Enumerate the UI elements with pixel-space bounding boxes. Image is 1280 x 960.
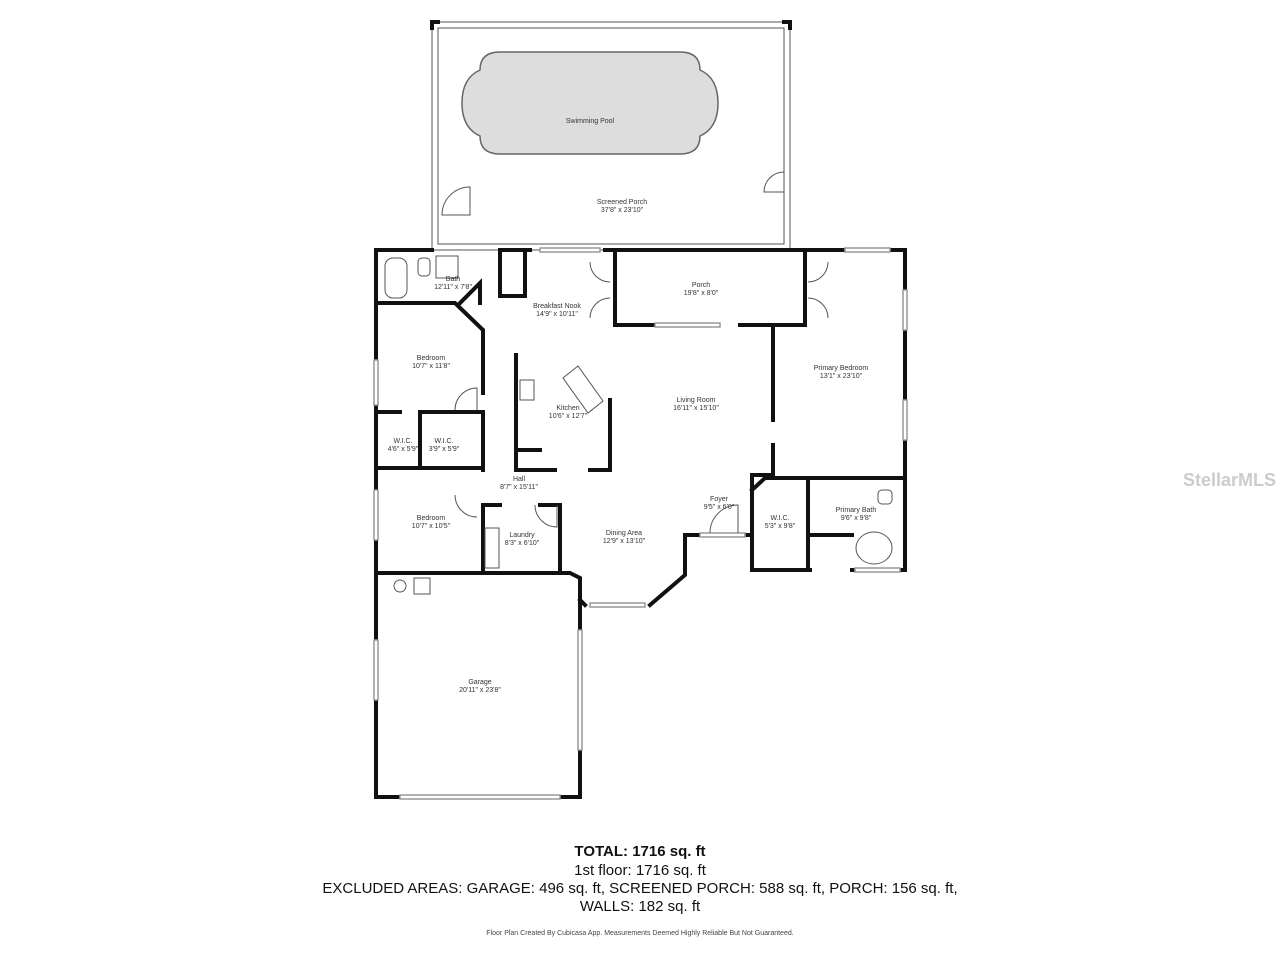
room-name-label: Dining Area [606, 530, 642, 537]
room-size-label: 8'7" x 15'11" [500, 484, 538, 491]
room-name-label: Porch [692, 282, 710, 289]
room-name-label: Garage [468, 679, 491, 686]
screened-porch [430, 20, 792, 251]
walls [374, 248, 907, 799]
room-size-label: 5'3" x 9'8" [765, 523, 796, 530]
room-name-label: Bedroom [417, 515, 446, 522]
room-size-label: 10'7" x 10'5" [412, 523, 451, 530]
room-size-label: 20'11" x 23'8" [459, 687, 501, 694]
room-name-label: Screened Porch [597, 199, 647, 206]
first-floor-area: 1st floor: 1716 sq. ft [574, 862, 706, 879]
fixtures [384, 255, 893, 595]
room-size-label: 19'8" x 8'0" [684, 290, 719, 297]
room-name-label: Primary Bath [836, 507, 877, 514]
room-name-label: W.I.C. [434, 438, 453, 445]
room-size-label: 12'9" x 13'10" [603, 538, 646, 545]
room-name-label: Foyer [710, 496, 729, 503]
room-size-label: 8'3" x 6'10" [505, 540, 540, 547]
room-name-label: Hall [513, 476, 526, 483]
room-size-label: 9'6" x 9'8" [841, 515, 872, 522]
room-name-label: W.I.C. [393, 438, 412, 445]
swimming-pool [461, 51, 719, 155]
room-size-label: 14'9" x 10'11" [536, 311, 578, 318]
room-name-label: Swimming Pool [566, 118, 615, 125]
room-size-label: 37'8" x 23'10" [601, 207, 644, 214]
room-size-label: 4'6" x 5'9" [388, 446, 419, 453]
room-name-label: Bedroom [417, 355, 446, 362]
room-size-label: 12'11" x 7'8" [434, 284, 472, 291]
room-size-label: 13'1" x 23'10" [820, 373, 863, 380]
room-name-label: Laundry [509, 532, 535, 539]
credit-note: Floor Plan Created By Cubicasa App. Meas… [486, 930, 794, 937]
room-size-label: 9'5" x 6'0" [704, 504, 735, 511]
room-size-label: 3'9" x 5'9" [429, 446, 460, 453]
room-name-label: Kitchen [556, 405, 579, 412]
walls-area: WALLS: 182 sq. ft [579, 898, 701, 915]
room-name-label: W.I.C. [770, 515, 789, 522]
room-size-label: 10'7" x 11'8" [412, 363, 450, 370]
room-name-label: Primary Bedroom [814, 365, 869, 372]
room-name-label: Living Room [677, 397, 716, 404]
watermark-logo: StellarMLS [1182, 470, 1276, 490]
total-area: TOTAL: 1716 sq. ft [574, 843, 706, 860]
room-size-label: 16'11" x 15'10" [673, 405, 719, 412]
windows [373, 247, 908, 800]
room-size-label: 10'6" x 12'7" [549, 413, 588, 420]
room-name-label: Bath [446, 276, 461, 283]
excluded-areas: EXCLUDED AREAS: GARAGE: 496 sq. ft, SCRE… [322, 880, 958, 897]
room-name-label: Breakfast Nook [533, 303, 581, 310]
